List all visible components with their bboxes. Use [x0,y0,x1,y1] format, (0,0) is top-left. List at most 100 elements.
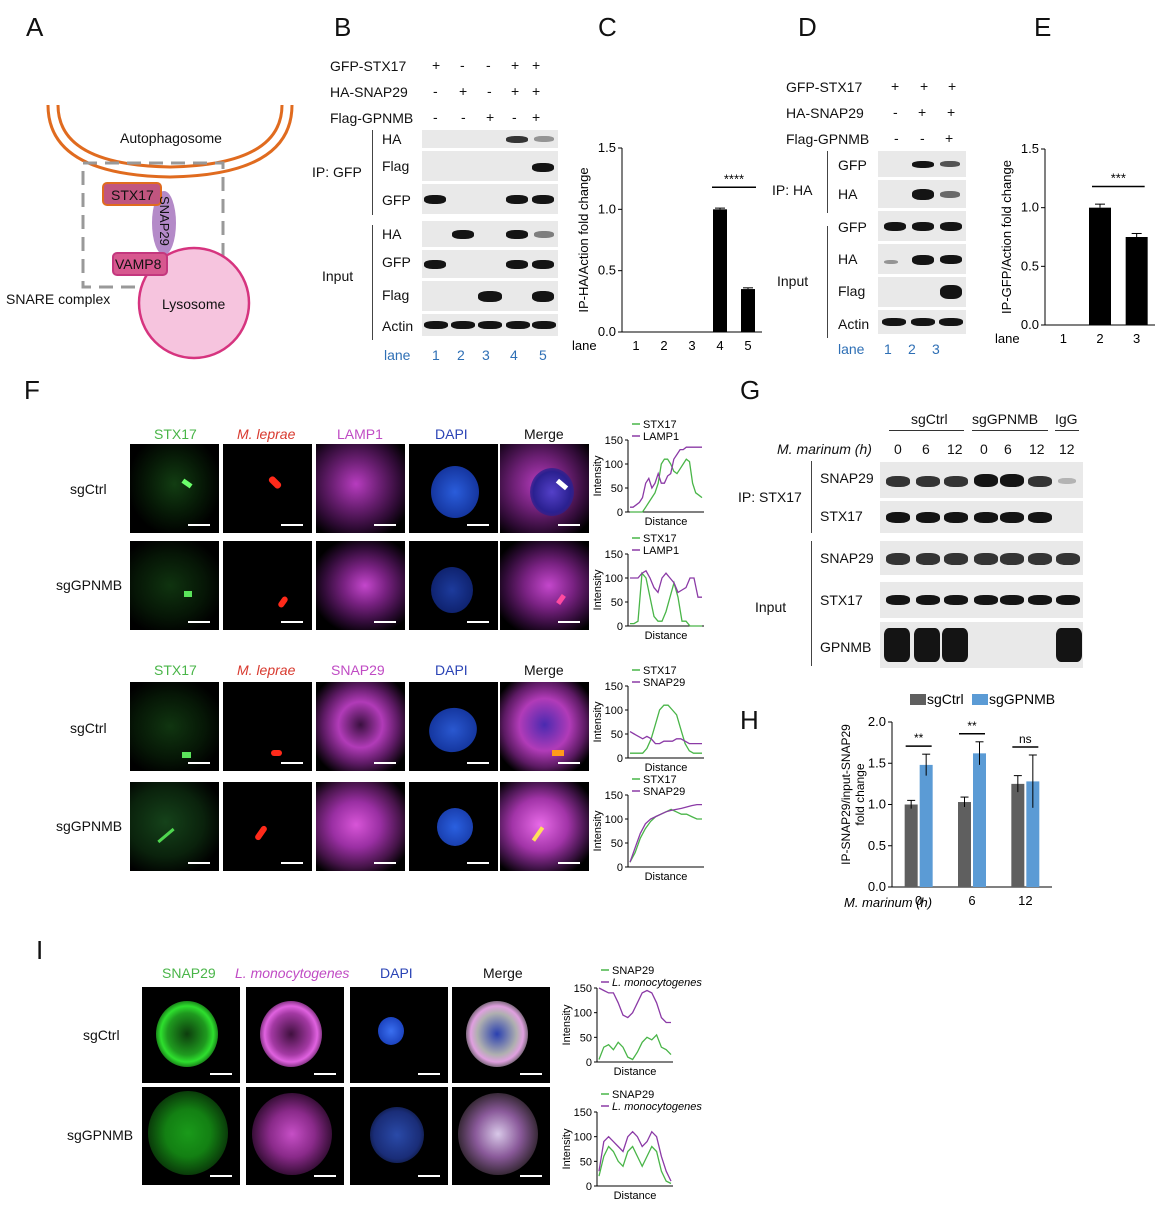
blot-label-ha: HA [838,251,858,267]
lysosome-label: Lysosome [162,296,226,312]
x-axis-label: Distance [645,630,688,642]
legend-label: L. monocytogenes [612,1101,702,1113]
blot-label-stx17: STX17 [820,508,863,524]
blot-ip-stx17 [880,501,1083,533]
y-tick-label: 50 [611,597,623,609]
blot-ip-flag [422,151,558,181]
blot-label-ha: HA [838,186,858,202]
snare-schematic [46,104,294,360]
y-axis-label: Intensity [561,1004,573,1045]
time-value: 12 [947,441,963,457]
sign: - [894,130,899,146]
blot-ip-gfp [422,184,558,214]
micrograph-snap29 [316,682,405,771]
y-tick-label: 1.5 [868,755,886,770]
col-header-dapi: DAPI [380,965,413,981]
significance-label: ** [914,731,924,745]
y-tick-label: 50 [611,729,623,741]
ip-stx17-label: IP: STX17 [738,489,802,505]
row-label-sggpnmb: sgGPNMB [56,577,123,593]
micrograph-snap29 [142,1087,240,1185]
panel-label-g: G [740,375,761,405]
y-tick-label: 0.5 [598,263,616,278]
col-header-dapi: DAPI [435,426,468,442]
x-tick-label: 1 [632,338,639,353]
significance-label: ** [967,719,977,733]
y-tick-label: 0 [586,1181,592,1193]
x-axis-label: Distance [645,516,688,528]
blot-input-ha [422,221,558,247]
col-header-stx17: STX17 [154,426,197,442]
blot-label-gpnmb: GPNMB [820,639,872,655]
sign: - [461,109,466,125]
panel-label-h: H [740,705,759,735]
legend-label: STX17 [643,665,677,677]
series-line [630,704,702,754]
y-tick-label: 50 [580,1032,592,1044]
bar [1089,207,1111,325]
blot-input-gfp [422,250,558,278]
blot-input-actin [878,310,966,334]
blot-label-ha: HA [382,131,402,147]
bar [1011,783,1025,887]
y-axis-label: fold change [853,763,867,825]
bar [713,209,727,332]
series-line [598,1033,672,1061]
legend-label: STX17 [643,774,677,786]
blot-label-flag: Flag [382,287,410,303]
group-label-igg: IgG [1055,411,1078,427]
blot-label-stx17: STX17 [820,592,863,608]
blot-ip-snap29 [880,462,1083,498]
blot-label-actin: Actin [838,316,870,332]
panel-label-i: I [36,935,44,965]
row-label-ha-snap29: HA-SNAP29 [330,84,408,100]
x-axis-label: lane [572,338,597,353]
lane-label: lane [384,347,411,363]
blot-input-gfp [878,211,966,241]
y-tick-label: 150 [605,549,623,561]
legend-label: SNAP29 [643,677,685,689]
col-header-stx17: STX17 [154,662,197,678]
sign: - [460,57,465,73]
y-tick-label: 150 [605,435,623,447]
blot-label-actin: Actin [382,318,414,334]
sign: - [486,57,491,73]
y-tick-label: 100 [574,1008,592,1020]
blot-label-snap29: SNAP29 [820,550,874,566]
col-header-merge: Merge [524,662,564,678]
y-tick-label: 100 [605,459,623,471]
sign: - [512,109,517,125]
legend-label: sgGPNMB [989,691,1055,707]
col-header-snap29: SNAP29 [331,662,385,678]
y-tick-label: 1.0 [1021,200,1039,215]
y-tick-label: 0.0 [598,324,616,339]
y-tick-label: 0.5 [1021,258,1039,273]
lane-number: 1 [432,347,440,363]
micrograph-lamp1 [316,444,405,533]
y-axis-label: Intensity [592,455,604,496]
bar [1125,237,1148,325]
row-label-sgctrl: sgCtrl [70,481,107,497]
blot-input-flag [422,281,558,311]
sign: + [532,57,541,73]
sign: - [893,104,898,120]
time-value: 6 [1004,441,1012,457]
time-value: 0 [980,441,988,457]
time-value: 12 [1059,441,1075,457]
blot-input-gpnmb [880,622,1083,668]
sign: + [532,109,541,125]
sign: + [918,104,927,120]
blot-label-flag: Flag [382,158,410,174]
row-label-gfp-stx17: GFP-STX17 [786,79,863,95]
col-header-merge: Merge [524,426,564,442]
blot-input-stx17 [880,582,1083,618]
sign: - [487,83,492,99]
input-label: Input [777,273,809,289]
lane-number: 2 [457,347,465,363]
panel-label-d: D [798,12,817,42]
micrograph-merge [500,682,589,771]
bar [1026,781,1040,887]
time-value: 12 [1029,441,1045,457]
